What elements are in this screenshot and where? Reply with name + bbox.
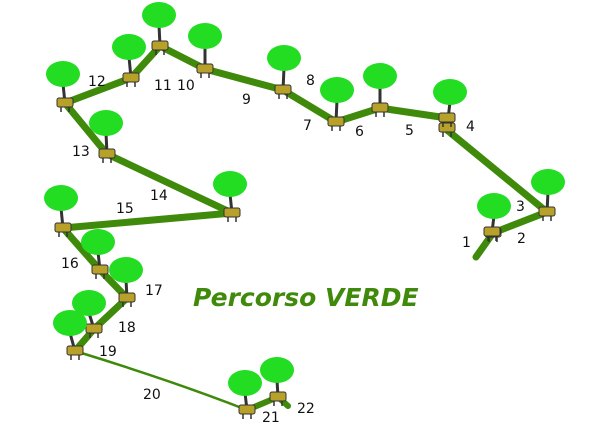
station-base bbox=[223, 207, 241, 218]
station-number-3: 3 bbox=[516, 199, 525, 215]
station-marker bbox=[81, 229, 115, 279]
station-base bbox=[118, 292, 136, 303]
route-title: Percorso VERDE bbox=[193, 283, 419, 312]
station-base bbox=[91, 264, 109, 275]
station-base bbox=[538, 206, 556, 217]
station-marker bbox=[477, 193, 511, 241]
station-number-2: 2 bbox=[517, 231, 526, 247]
station-base bbox=[66, 345, 84, 356]
tree-icon bbox=[46, 61, 80, 87]
tree-icon bbox=[228, 370, 262, 396]
tree-icon bbox=[81, 229, 115, 255]
station-number-7: 7 bbox=[303, 118, 312, 134]
station-number-16: 16 bbox=[61, 256, 79, 272]
station-marker bbox=[188, 23, 222, 78]
station-number-6: 6 bbox=[355, 124, 364, 140]
station-number-13: 13 bbox=[72, 144, 90, 160]
station-number-21: 21 bbox=[262, 410, 280, 426]
station-marker bbox=[531, 169, 565, 221]
station-marker bbox=[89, 110, 123, 163]
station-number-12: 12 bbox=[88, 74, 106, 90]
station-base bbox=[122, 72, 140, 83]
route-path bbox=[59, 42, 551, 413]
station-number-9: 9 bbox=[242, 92, 251, 108]
station-base bbox=[85, 323, 103, 334]
stations bbox=[44, 2, 565, 419]
station-base bbox=[54, 222, 72, 233]
station-base bbox=[269, 391, 287, 402]
station-number-4: 4 bbox=[466, 119, 475, 135]
tree-icon bbox=[433, 79, 467, 105]
station-number-10: 10 bbox=[177, 78, 195, 94]
station-number-17: 17 bbox=[145, 283, 163, 299]
station-number-18: 18 bbox=[118, 320, 136, 336]
station-marker bbox=[142, 2, 176, 55]
station-marker bbox=[320, 77, 354, 131]
station-marker bbox=[72, 290, 106, 338]
station-number-11: 11 bbox=[154, 78, 172, 94]
station-marker bbox=[44, 185, 78, 237]
route-segment-thin bbox=[74, 349, 248, 412]
station-marker bbox=[228, 370, 262, 419]
station-base bbox=[98, 148, 116, 159]
tree-icon bbox=[531, 169, 565, 195]
station-marker bbox=[112, 34, 146, 87]
station-base bbox=[371, 102, 389, 113]
station-number-19: 19 bbox=[99, 344, 117, 360]
station-marker bbox=[109, 257, 143, 307]
station-marker bbox=[53, 310, 87, 360]
tree-icon bbox=[112, 34, 146, 60]
station-base bbox=[327, 116, 345, 127]
tree-icon bbox=[44, 185, 78, 211]
station-number-22: 22 bbox=[297, 401, 315, 417]
station-number-5: 5 bbox=[405, 123, 414, 139]
tree-icon bbox=[477, 193, 511, 219]
station-number-14: 14 bbox=[150, 188, 168, 204]
station-marker bbox=[363, 63, 397, 117]
station-marker bbox=[46, 61, 80, 112]
tree-icon bbox=[188, 23, 222, 49]
tree-icon bbox=[53, 310, 87, 336]
tree-icon bbox=[72, 290, 106, 316]
station-number-15: 15 bbox=[116, 201, 134, 217]
station-number-20: 20 bbox=[143, 387, 161, 403]
tree-icon bbox=[320, 77, 354, 103]
station-number-1: 1 bbox=[462, 235, 471, 251]
station-marker bbox=[438, 112, 456, 127]
tree-icon bbox=[142, 2, 176, 28]
tree-icon bbox=[109, 257, 143, 283]
station-base bbox=[483, 226, 501, 237]
station-marker bbox=[433, 79, 467, 137]
station-base bbox=[151, 40, 169, 51]
tree-icon bbox=[260, 357, 294, 383]
tree-icon bbox=[213, 171, 247, 197]
station-number-8: 8 bbox=[306, 73, 315, 89]
tree-icon bbox=[363, 63, 397, 89]
station-marker bbox=[213, 171, 247, 222]
station-base bbox=[196, 63, 214, 74]
station-base bbox=[274, 84, 292, 95]
station-base bbox=[438, 122, 456, 133]
station-marker bbox=[267, 45, 301, 99]
station-base bbox=[238, 404, 256, 415]
tree-icon bbox=[267, 45, 301, 71]
route-segment bbox=[280, 87, 339, 125]
tree-icon bbox=[89, 110, 123, 136]
station-base bbox=[438, 112, 456, 123]
station-marker bbox=[260, 357, 294, 406]
station-base bbox=[56, 97, 74, 108]
